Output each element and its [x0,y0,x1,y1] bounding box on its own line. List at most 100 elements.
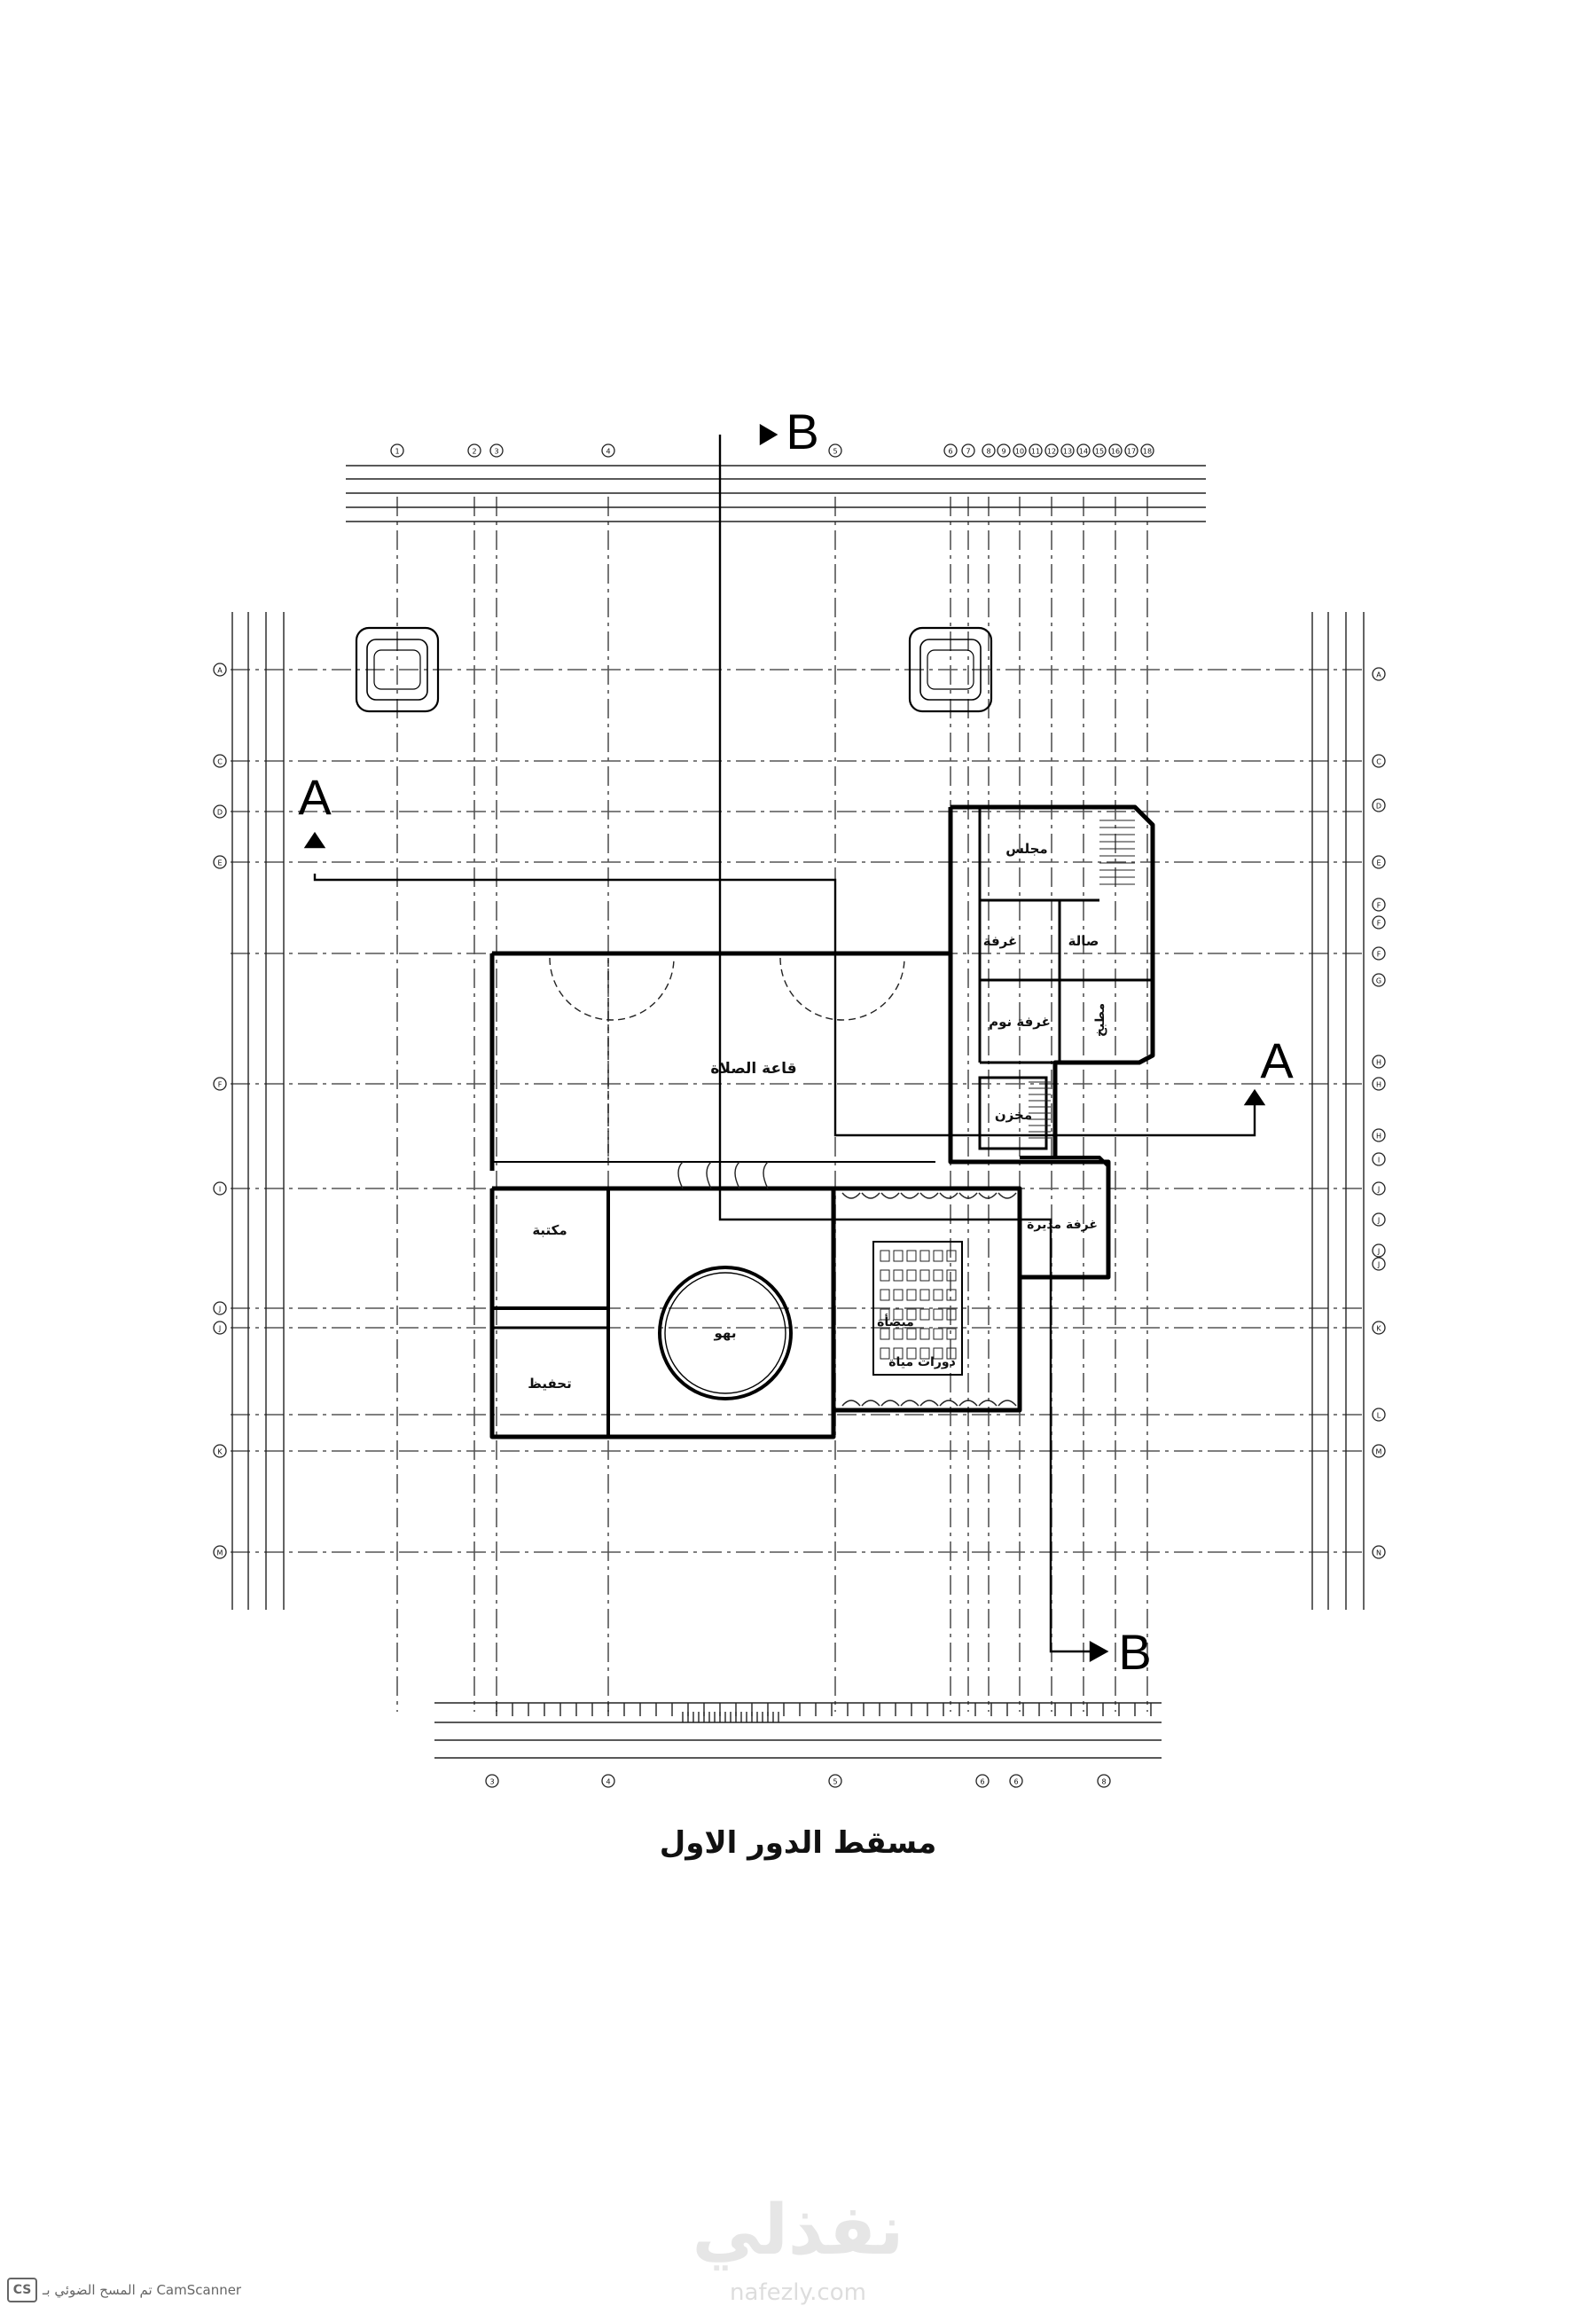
grid-bubble-label: G [1376,977,1381,985]
grid-bubble-label: 11 [1031,448,1040,456]
grid-bubble-circle [1372,798,1386,812]
grid-bubble-label: 7 [966,448,970,456]
grid-bubble-right: H [1372,1055,1386,1069]
section-label-b-top: B [786,404,818,459]
grid-bubble-right: L [1372,1408,1386,1422]
ablution-seat [946,1347,957,1360]
grid-bubble-left: J [213,1321,227,1335]
grid-bubble-top: 17 [1124,443,1138,458]
grid-bubble-circle [828,1774,842,1788]
ablution-seat [919,1308,930,1321]
grid-bubble-label: C [1376,758,1381,766]
toilet-stall-top [861,1192,880,1199]
grid-bubble-label: 2 [472,448,476,456]
grid-bubble-left: K [213,1444,227,1458]
grid-bubble-circle [1044,443,1059,458]
grid-bubble-bottom: 5 [828,1774,842,1788]
grid-bubble-label: F [218,1081,223,1089]
section-arrow-b-bottom [1089,1640,1109,1663]
grid-bubble-top: 13 [1060,443,1075,458]
grid-bubble-label: J [1377,1261,1380,1269]
grid-bubble-label: L [1377,1412,1381,1420]
tower-core [373,649,421,690]
room-label-majlis: مجلس [1005,841,1047,857]
manager-room-wall [1020,1156,1110,1279]
room-label-manager-room: غرفة مديرة [1027,1218,1098,1232]
ablution-seat [906,1289,917,1301]
grid-bubble-label: E [1376,859,1381,867]
grid-bubble-label: D [217,809,223,817]
grid-bubble-label: 8 [986,448,990,456]
grid-bubble-circle [997,443,1011,458]
tower-outer [355,626,440,713]
grid-bubble-circle [213,1545,227,1559]
ablution-seat [946,1250,957,1262]
room-label-library: مكتبة [532,1222,567,1238]
grid-bubble-label: J [1377,1248,1380,1256]
toilet-stall-bottom [998,1400,1017,1407]
grid-bubble-top: 3 [489,443,504,458]
section-arrow-b-top [759,423,778,446]
grid-bubble-circle [1372,1257,1386,1271]
grid-lines [231,497,1365,1712]
grid-bubble-top: 10 [1013,443,1027,458]
grid-bubble-label: I [1378,1157,1380,1165]
room-label-store: مخزن [995,1107,1032,1123]
grid-bubble-label: 15 [1095,448,1104,456]
grid-bubble-top: 15 [1092,443,1107,458]
grid-bubble-circle [1029,443,1043,458]
grid-bubble-label: H [1376,1081,1381,1089]
grid-bubble-circle [1092,443,1107,458]
grid-bubble-circle [1372,667,1386,681]
grid-bubble-label: K [1376,1325,1381,1333]
grid-bubble-label: 3 [494,448,498,456]
ablution-seat [893,1328,904,1340]
grid-bubble-right: E [1372,855,1386,869]
grid-bubble-label: A [217,667,223,675]
toilet-stall-bottom [841,1400,861,1407]
section-arrow-a-right [1243,1088,1266,1106]
grid-bubble-circle [1108,443,1123,458]
grid-bubble-top: 9 [997,443,1011,458]
grid-bubble-circle [1372,1408,1386,1422]
grid-bubble-circle [975,1774,990,1788]
watermark-logo: نفذلي [692,2191,904,2271]
grid-bubble-left: M [213,1545,227,1559]
toilet-stall-bottom [900,1400,919,1407]
grid-bubble-label: 18 [1143,448,1152,456]
ablution-seat [893,1250,904,1262]
entry-door [706,1161,712,1189]
ablution-seat [906,1328,917,1340]
grid-bubble-right: K [1372,1321,1386,1335]
grid-bubble-circle [1372,1077,1386,1091]
grid-bubble-top: 14 [1076,443,1091,458]
toilet-stall-top [958,1192,978,1199]
entry-door [763,1161,769,1189]
grid-bubble-top: 1 [390,443,404,458]
grid-bubble-circle [1372,1055,1386,1069]
grid-bubble-label: F [1377,902,1381,910]
toilet-stall-top [919,1192,939,1199]
grid-bubble-label: A [1376,671,1381,679]
grid-bubble-label: 10 [1015,448,1024,456]
grid-bubble-circle [1009,1774,1023,1788]
grid-bubble-circle [1372,915,1386,929]
camscanner-footer: CS تم المسح الضوئي بـ CamScanner [7,2278,241,2302]
grid-bubble-circle [961,443,975,458]
grid-bubble-label: J [218,1325,221,1333]
toilet-stall-bottom [978,1400,998,1407]
camscanner-logo: CS [7,2278,37,2302]
ablution-seat [906,1269,917,1282]
section-label-b-bottom: B [1118,1624,1151,1680]
grid-bubble-label: J [1377,1186,1380,1194]
grid-bubble-circle [1372,1243,1386,1258]
grid-bubble-circle [1372,1212,1386,1227]
entry-door [734,1161,740,1189]
door-swing-arc [549,957,675,1021]
grid-bubble-circle [1372,946,1386,961]
grid-bubble-label: 8 [1101,1778,1106,1786]
dimension-lines [231,465,1365,1759]
